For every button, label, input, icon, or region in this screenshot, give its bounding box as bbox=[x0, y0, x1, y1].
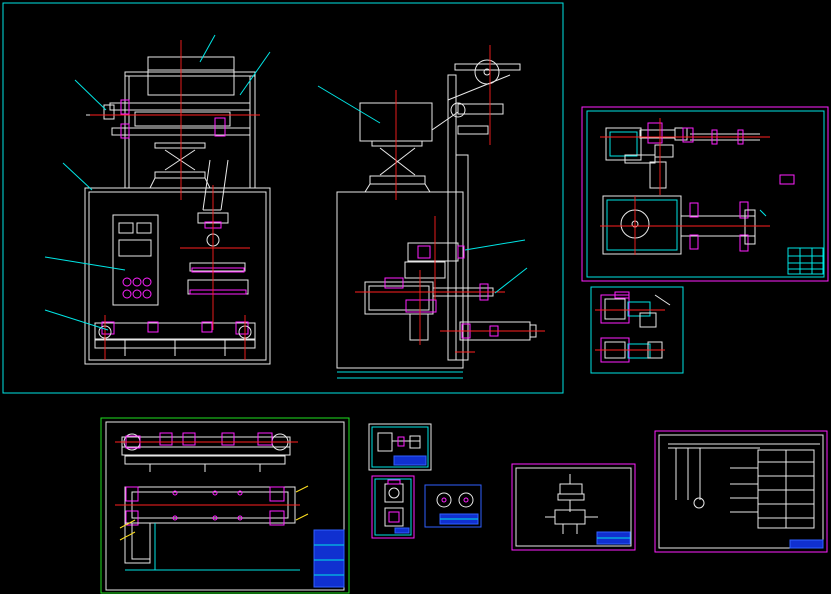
side-cabinet bbox=[336, 191, 464, 369]
pneumatic-sheet bbox=[511, 463, 636, 551]
main-assembly-sheet bbox=[2, 2, 564, 394]
conveyor-sheet bbox=[100, 417, 350, 594]
small-sheet-a bbox=[368, 423, 432, 471]
front-view bbox=[44, 34, 271, 365]
electrical-sheet bbox=[654, 430, 828, 553]
detail-sheet-1 bbox=[581, 106, 829, 282]
small-sheet-c bbox=[424, 484, 482, 528]
side-view bbox=[317, 45, 545, 379]
control-panel bbox=[112, 214, 159, 306]
title-block-conveyor bbox=[313, 529, 345, 588]
front-cabinet bbox=[84, 187, 271, 365]
title-block-electrical bbox=[789, 539, 824, 549]
detail-sheet-2 bbox=[590, 286, 684, 374]
title-block-1 bbox=[787, 247, 824, 275]
main-sheet-frame bbox=[2, 2, 564, 394]
small-sheet-b bbox=[371, 475, 415, 539]
